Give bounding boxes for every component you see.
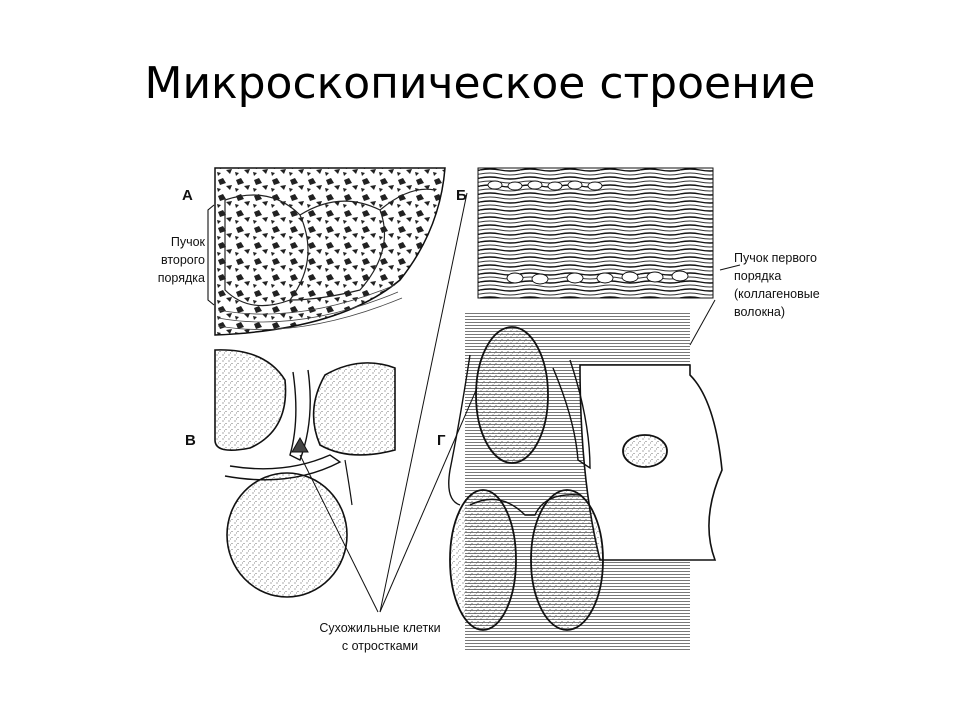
label-tendon-cells: Сухожильные клетки с отростками: [319, 621, 440, 653]
second-order-bracket: [207, 204, 215, 306]
label-line: порядка: [734, 269, 781, 283]
label-line: волокна): [734, 305, 785, 319]
label-first-order-bundle: Пучок первого порядка (коллагеновые воло…: [734, 251, 820, 319]
panel-b-longitudinal-section: [477, 167, 714, 299]
label-line: Сухожильные клетки: [319, 621, 440, 635]
panel-letter-v: В: [185, 432, 196, 449]
panel-letter-a: А: [182, 187, 193, 204]
label-line: порядка: [158, 271, 205, 285]
label-second-order-bundle: Пучок второго порядка: [158, 235, 206, 285]
label-line: (коллагеновые: [734, 287, 820, 301]
label-line: с отростками: [342, 639, 418, 653]
leader-lines: [299, 192, 741, 613]
slide-title: Микроскопическое строение: [144, 58, 816, 109]
panel-a-cross-section: [214, 167, 446, 336]
panel-g-cells-with-fibers: [448, 312, 723, 652]
label-line: Пучок первого: [734, 251, 817, 265]
label-line: второго: [161, 253, 205, 267]
label-line: Пучок: [171, 235, 206, 249]
panel-letter-b: Б: [456, 187, 467, 204]
panel-letter-g: Г: [437, 432, 446, 449]
panel-v-cells: [214, 349, 396, 598]
